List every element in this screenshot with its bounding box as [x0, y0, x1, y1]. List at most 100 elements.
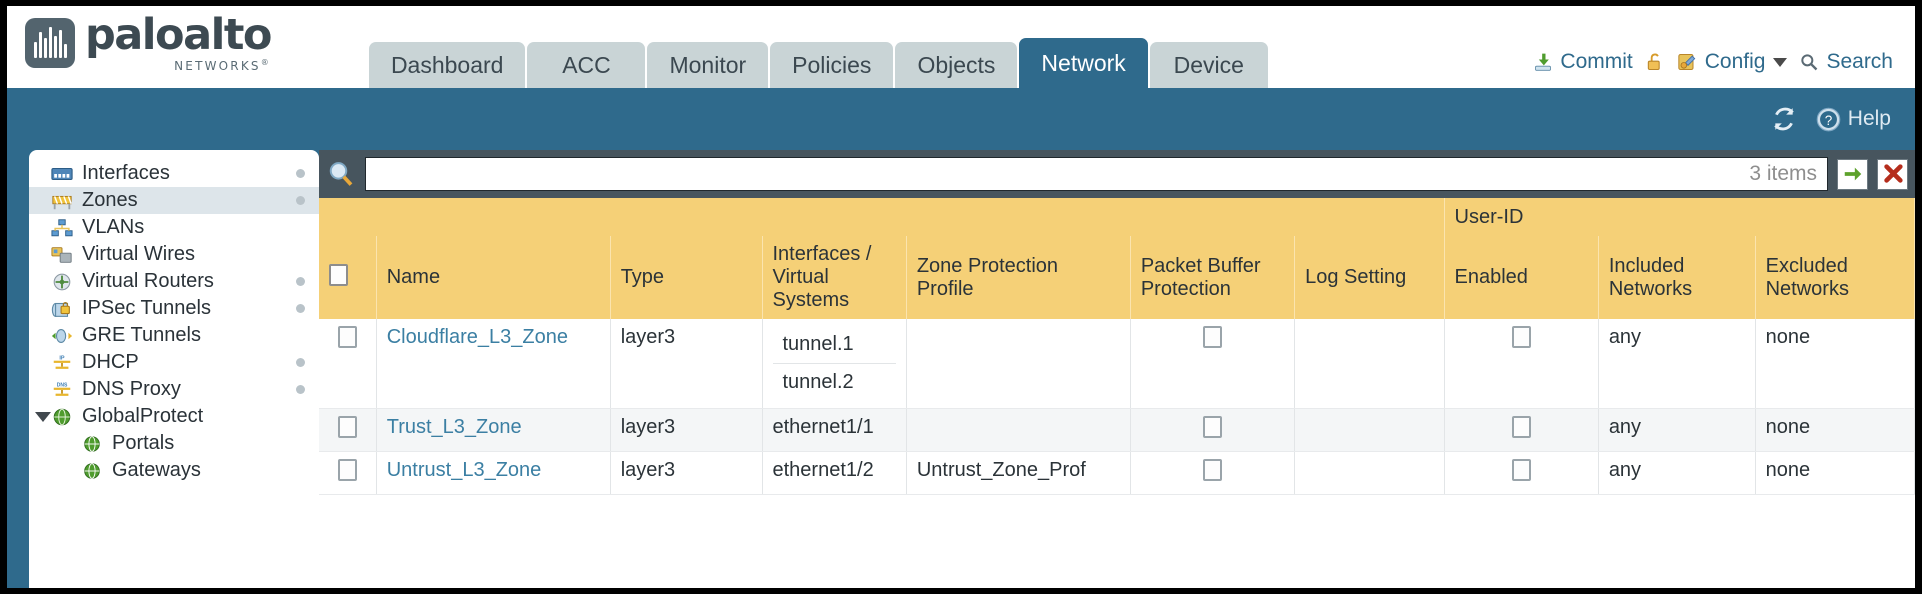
tab-monitor[interactable]: Monitor	[647, 42, 769, 88]
cell-excluded-networks: none	[1755, 451, 1915, 495]
commit-label: Commit	[1560, 50, 1633, 73]
config-menu[interactable]: Config	[1677, 50, 1788, 74]
main-tabs: Dashboard ACC Monitor Policies Objects N…	[368, 38, 1268, 88]
column-header-packet-buffer-protection[interactable]: Packet Buffer Protection	[1130, 236, 1296, 319]
commit-button[interactable]: Commit	[1532, 50, 1633, 74]
cell-userid-enabled	[1444, 319, 1599, 409]
sidebar-item-label: VLANs	[82, 216, 145, 238]
tab-policies[interactable]: Policies	[770, 42, 894, 88]
green-arrow-icon	[1844, 167, 1861, 181]
interface-entry: tunnel.1	[772, 326, 896, 364]
sidebar-item-gre-tunnels[interactable]: GRE Tunnels	[29, 322, 319, 349]
userid-enabled-checkbox[interactable]	[1511, 459, 1531, 481]
cell-excluded-networks: none	[1755, 408, 1915, 452]
config-label: Config	[1704, 50, 1766, 73]
userid-enabled-checkbox[interactable]	[1511, 326, 1531, 348]
status-dot	[296, 169, 305, 178]
cell-zone-protection-profile	[906, 408, 1131, 452]
row-checkbox[interactable]	[337, 459, 357, 481]
sidebar-item-label: Portals	[112, 432, 175, 454]
column-header-type[interactable]: Type	[610, 236, 763, 319]
logo-tagline: NETWORKS®	[174, 58, 271, 73]
row-checkbox[interactable]	[337, 326, 357, 348]
top-header: paloalto NETWORKS® Dashboard ACC Monitor…	[7, 6, 1915, 88]
globalprotect-icon	[53, 408, 71, 425]
sidebar-item-ipsec-tunnels[interactable]: IPSec Tunnels	[29, 295, 319, 322]
packet-buffer-protection-checkbox[interactable]	[1202, 416, 1222, 438]
header-actions: Commit Config Search	[1532, 50, 1915, 88]
sidebar-item-label: Zones	[82, 189, 138, 211]
table-row[interactable]: Untrust_L3_Zone layer3 ethernet1/2 Untru…	[319, 451, 1915, 495]
sidebar-item-gateways[interactable]: Gateways	[29, 457, 319, 484]
table-row[interactable]: Trust_L3_Zone layer3 ethernet1/1	[319, 408, 1915, 452]
tab-device[interactable]: Device	[1149, 42, 1268, 88]
cell-name: Cloudflare_L3_Zone	[376, 319, 611, 409]
cell-packet-buffer-protection	[1130, 451, 1296, 495]
search-button[interactable]: Search	[1798, 50, 1893, 74]
chevron-down-icon	[1773, 57, 1788, 67]
red-x-icon	[1883, 164, 1903, 183]
sidebar-item-label: Interfaces	[82, 162, 170, 184]
svg-text:IP: IP	[59, 355, 65, 361]
sidebar-item-label: Virtual Wires	[82, 243, 195, 265]
refresh-icon[interactable]	[1769, 106, 1799, 132]
zone-name-link[interactable]: Trust_L3_Zone	[386, 416, 522, 438]
sidebar-item-zones[interactable]: Zones	[29, 187, 319, 214]
userid-enabled-checkbox[interactable]	[1511, 416, 1531, 438]
network-sidebar: Interfaces Zones	[29, 150, 319, 588]
tab-acc[interactable]: ACC	[527, 42, 646, 88]
row-checkbox[interactable]	[337, 416, 357, 438]
cell-packet-buffer-protection	[1130, 319, 1296, 409]
ipsec-tunnels-icon	[51, 301, 70, 317]
column-header-enabled[interactable]: Enabled	[1444, 236, 1599, 319]
row-select-cell	[319, 451, 377, 495]
sidebar-item-label: DNS Proxy	[82, 378, 181, 400]
tab-objects[interactable]: Objects	[895, 42, 1018, 88]
packet-buffer-protection-checkbox[interactable]	[1202, 326, 1222, 348]
help-label: Help	[1847, 107, 1891, 130]
sidebar-item-interfaces[interactable]: Interfaces	[29, 160, 319, 187]
cell-type: layer3	[610, 451, 763, 495]
column-header-included-networks[interactable]: Included Networks	[1598, 236, 1756, 319]
sidebar-item-virtual-wires[interactable]: Virtual Wires	[29, 241, 319, 268]
column-header-zone-protection-profile[interactable]: Zone Protection Profile	[906, 236, 1131, 319]
select-all-checkbox[interactable]	[329, 263, 348, 286]
sidebar-item-globalprotect[interactable]: GlobalProtect	[29, 403, 319, 430]
sidebar-item-dhcp[interactable]: IP DHCP	[29, 349, 319, 376]
dhcp-icon: IP	[53, 355, 71, 369]
table-group-header-row: User-ID	[319, 198, 1915, 236]
column-header-interfaces[interactable]: Interfaces / Virtual Systems	[762, 236, 907, 319]
unlock-icon[interactable]	[1644, 52, 1666, 72]
packet-buffer-protection-checkbox[interactable]	[1202, 459, 1222, 481]
status-dot	[296, 304, 305, 313]
sidebar-item-vlans[interactable]: VLANs	[29, 214, 319, 241]
expander-triangle-icon[interactable]	[35, 411, 51, 422]
zone-name-link[interactable]: Cloudflare_L3_Zone	[386, 326, 568, 348]
sidebar-item-label: GlobalProtect	[82, 405, 204, 427]
zones-table-container: User-ID Name Type Interfaces / Virtual S…	[319, 198, 1915, 588]
clear-filter-button[interactable]	[1877, 158, 1908, 190]
sidebar-item-label: DHCP	[82, 351, 139, 373]
column-header-log-setting[interactable]: Log Setting	[1294, 236, 1445, 319]
cell-included-networks: any	[1598, 319, 1756, 409]
cell-log-setting	[1294, 408, 1445, 452]
paloalto-logo-mark-icon	[25, 18, 75, 68]
sidebar-item-virtual-routers[interactable]: Virtual Routers	[29, 268, 319, 295]
table-row[interactable]: Cloudflare_L3_Zone layer3 tunnel.1 tunne…	[319, 319, 1915, 409]
tab-dashboard[interactable]: Dashboard	[368, 42, 526, 88]
search-filter-icon[interactable]	[326, 159, 356, 189]
sidebar-item-dns-proxy[interactable]: DNS DNS Proxy	[29, 376, 319, 403]
zone-name-link[interactable]: Untrust_L3_Zone	[386, 459, 542, 481]
status-dot	[296, 385, 305, 394]
sidebar-item-label: GRE Tunnels	[82, 324, 201, 346]
cell-userid-enabled	[1444, 408, 1599, 452]
filter-search-input[interactable]: 3 items	[365, 157, 1828, 191]
apply-filter-button[interactable]	[1837, 158, 1868, 190]
sub-toolbar: ? Help	[7, 88, 1915, 150]
column-header-name[interactable]: Name	[376, 236, 611, 319]
tab-network[interactable]: Network	[1019, 38, 1148, 88]
sidebar-item-portals[interactable]: Portals	[29, 430, 319, 457]
help-button[interactable]: ? Help	[1815, 106, 1891, 133]
column-header-excluded-networks[interactable]: Excluded Networks	[1755, 236, 1915, 319]
